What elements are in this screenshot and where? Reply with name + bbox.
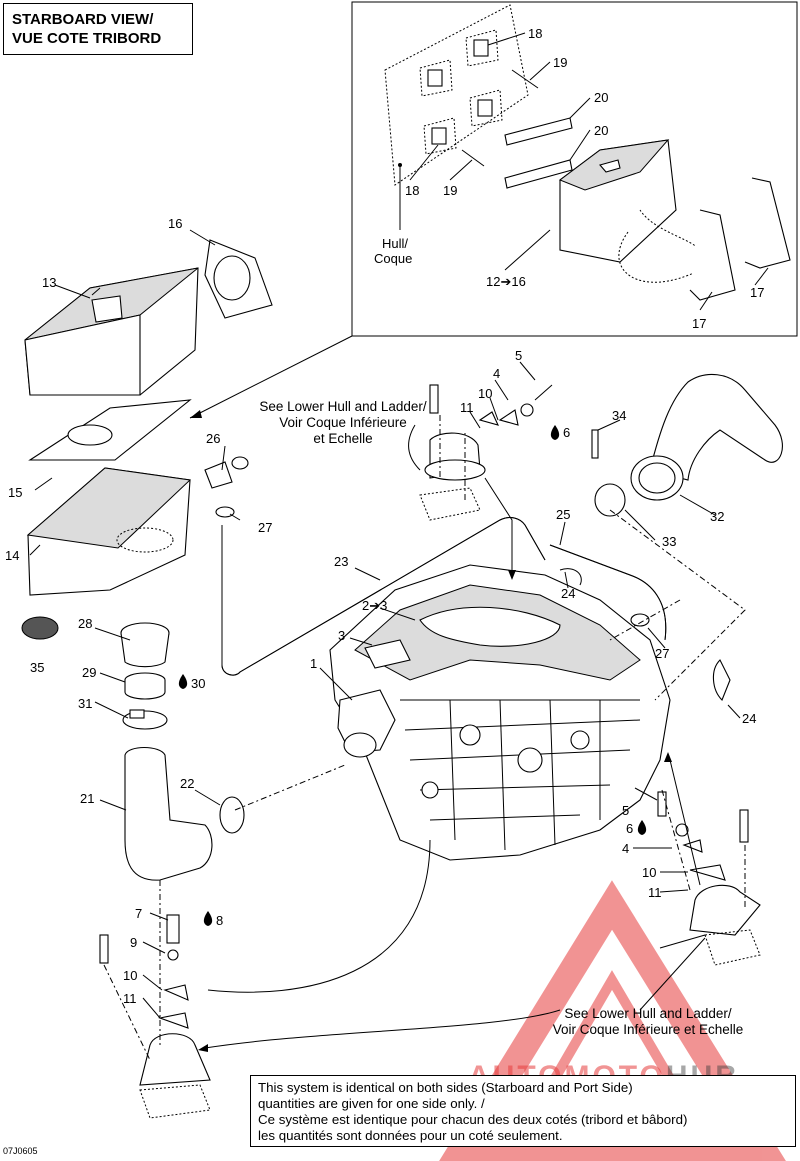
callout-1: 1 — [310, 656, 317, 671]
callout-8: 8 — [216, 913, 223, 928]
callout-25: 25 — [556, 507, 570, 522]
vent-hose — [124, 746, 213, 881]
callout-4b: 4 — [622, 841, 629, 856]
callout-11: 11 — [460, 400, 474, 415]
callout-11c: 11 — [123, 991, 137, 1006]
callout-11b: 11 — [648, 885, 662, 900]
callout-27a: 27 — [258, 520, 272, 535]
hose-clamp — [122, 709, 168, 730]
callout-6: 6 — [563, 425, 570, 440]
callout-19a: 19 — [553, 55, 567, 70]
ring — [124, 672, 166, 700]
inset-hull-label: Hull/ — [382, 236, 408, 251]
gasket — [28, 399, 192, 461]
callout-28: 28 — [78, 616, 92, 631]
callout-27b: 27 — [655, 646, 669, 661]
callout-34: 34 — [612, 408, 626, 423]
inset-parts — [399, 69, 791, 301]
callout-18a: 18 — [528, 26, 542, 41]
callout-7: 7 — [135, 906, 142, 921]
callout-14: 14 — [5, 548, 19, 563]
callout-5b: 5 — [622, 803, 629, 818]
hull-panel — [384, 4, 529, 186]
note-line2: quantities are given for one side only. … — [258, 1096, 485, 1111]
battery-tray — [26, 467, 192, 596]
callout-19b: 19 — [443, 183, 457, 198]
svg-text:et Echelle: et Echelle — [313, 431, 372, 446]
callout-13: 13 — [42, 275, 56, 290]
callout-9: 9 — [130, 935, 137, 950]
note-line1: This system is identical on both sides (… — [258, 1080, 633, 1095]
callout-6b: 6 — [626, 821, 633, 836]
callout-5: 5 — [515, 348, 522, 363]
callout-33: 33 — [662, 534, 676, 549]
engine — [329, 564, 671, 861]
callout-20a: 20 — [594, 90, 608, 105]
callout-32: 32 — [710, 509, 724, 524]
svg-text:Voir Coque Inférieure et Echel: Voir Coque Inférieure et Echelle — [553, 1022, 744, 1037]
engine-mount-bottom — [99, 914, 211, 1119]
svg-text:Voir Coque Inférieure: Voir Coque Inférieure — [279, 415, 407, 430]
note-box: This system is identical on both sides (… — [250, 1075, 796, 1147]
vent-fittings — [204, 456, 249, 518]
callout-16: 16 — [168, 216, 182, 231]
note-line3: Ce système est identique pour chacun des… — [258, 1112, 688, 1127]
callout-30: 30 — [191, 676, 205, 691]
inset-frame — [351, 1, 798, 337]
callout-12-16: 12➔16 — [486, 274, 526, 289]
view-title: STARBOARD VIEW/ VUE COTE TRIBORD — [3, 3, 193, 55]
leader-lines — [29, 32, 769, 1052]
engine-mount-right — [657, 791, 761, 966]
diagram-code: 07J0605 — [3, 1146, 38, 1156]
callout-17b: 17 — [750, 285, 764, 300]
intake-elbow — [591, 373, 783, 517]
callout-4: 4 — [493, 366, 500, 381]
view-title-line2: VUE COTE TRIBORD — [12, 30, 162, 47]
callout-29: 29 — [82, 665, 96, 680]
callout-labels: 1 2➔3 3 4 5 6 10 11 13 14 15 16 21 22 23… — [5, 26, 764, 1006]
tie-wrap — [712, 659, 731, 701]
callout-24a: 24 — [561, 586, 575, 601]
callout-21: 21 — [80, 791, 94, 806]
battery-cover — [24, 267, 199, 396]
callout-26: 26 — [206, 431, 220, 446]
svg-text:See Lower Hull and Ladder/: See Lower Hull and Ladder/ — [564, 1006, 732, 1021]
callout-24b: 24 — [742, 711, 756, 726]
cross-reference-top: See Lower Hull and Ladder/ Voir Coque In… — [259, 399, 427, 446]
callout-10b: 10 — [642, 865, 656, 880]
hose-clamp-22 — [219, 796, 245, 834]
callout-18b: 18 — [405, 183, 419, 198]
cross-reference-bottom: See Lower Hull and Ladder/ Voir Coque In… — [553, 1006, 744, 1037]
view-title-line1: STARBOARD VIEW/ — [12, 11, 154, 28]
note-line4: les quantités sont données pour un coté … — [258, 1128, 563, 1143]
filter-screen — [21, 616, 59, 640]
drop-icons — [178, 425, 647, 926]
callout-15: 15 — [8, 485, 22, 500]
engine-mount-top — [419, 384, 553, 521]
connection-lines — [103, 415, 746, 1061]
svg-text:See Lower Hull and Ladder/: See Lower Hull and Ladder/ — [259, 399, 427, 414]
callout-23: 23 — [334, 554, 348, 569]
inset-coque-label: Coque — [374, 251, 412, 266]
grommet — [120, 622, 170, 668]
callout-3: 3 — [338, 628, 345, 643]
callout-2-3: 2➔3 — [362, 598, 387, 613]
callout-31: 31 — [78, 696, 92, 711]
vent-adapter — [204, 239, 273, 319]
callout-35: 35 — [30, 660, 44, 675]
callout-22: 22 — [180, 776, 194, 791]
callout-10c: 10 — [123, 968, 137, 983]
callout-20b: 20 — [594, 123, 608, 138]
callout-17a: 17 — [692, 316, 706, 331]
callout-10: 10 — [478, 386, 492, 401]
